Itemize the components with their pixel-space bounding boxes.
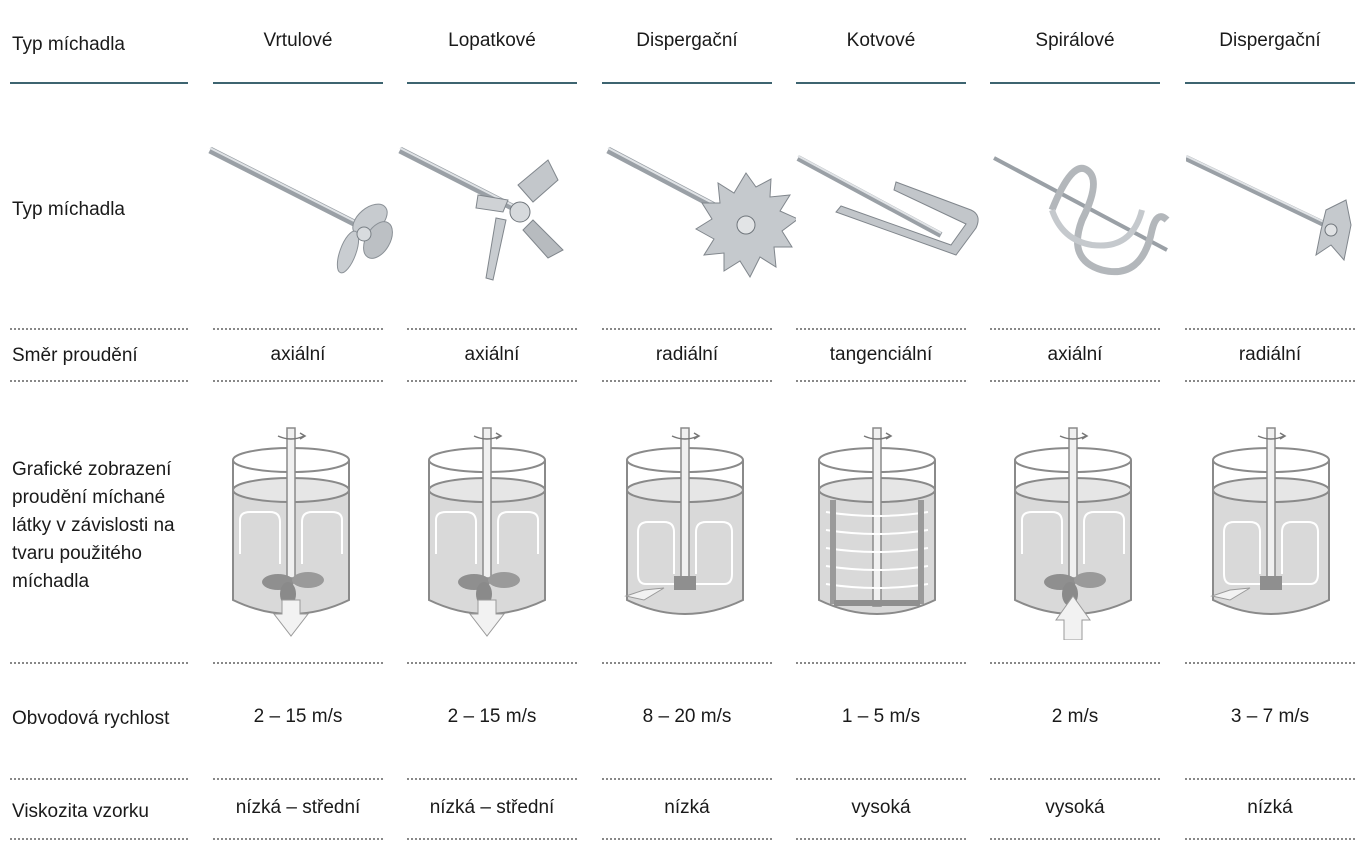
- row-divider: [407, 328, 577, 330]
- row-divider: [796, 328, 966, 330]
- viscosity-cell: nízká: [664, 797, 710, 818]
- column-header: Kotvové: [846, 30, 916, 51]
- flow-direction-cell: axiální: [1047, 344, 1103, 365]
- row-divider: [602, 380, 772, 382]
- row-divider: [407, 380, 577, 382]
- tip-speed-cell: 3 – 7 m/s: [1230, 706, 1310, 727]
- row-divider: [1185, 662, 1355, 664]
- flow-direction-cell: axiální: [464, 344, 520, 365]
- row-divider: [10, 778, 188, 780]
- flow-direction-cell: axiální: [270, 344, 326, 365]
- tip-speed-cell: 8 – 20 m/s: [642, 706, 732, 727]
- dispersing-disc-stirrer-icon: [606, 140, 796, 280]
- radial-flow-vessel-icon: [624, 424, 746, 640]
- viscosity-cell: vysoká: [1045, 797, 1105, 818]
- column-header: Dispergační: [1219, 30, 1321, 51]
- row-divider: [990, 662, 1160, 664]
- row-divider: [407, 662, 577, 664]
- row-divider: [213, 662, 383, 664]
- viscosity-cell: nízká – střední: [235, 797, 361, 818]
- row-divider: [990, 380, 1160, 382]
- row-divider: [213, 778, 383, 780]
- header-divider: [990, 82, 1160, 84]
- row-divider: [990, 838, 1160, 840]
- row-divider: [10, 380, 188, 382]
- row-divider: [602, 838, 772, 840]
- row-divider: [407, 838, 577, 840]
- row-label-flow-graphic: Grafické zobrazení proudění míchané látk…: [12, 459, 175, 592]
- header-divider: [1185, 82, 1355, 84]
- flow-direction-cell: radiální: [1238, 344, 1302, 365]
- column-header: Spirálové: [1035, 30, 1115, 51]
- row-divider: [796, 778, 966, 780]
- row-label-flow-direction: Směr proudění: [12, 345, 138, 366]
- row-label-tip-speed: Obvodová rychlost: [12, 708, 170, 729]
- axial-flow-down-vessel-icon: [426, 424, 548, 640]
- row-divider: [213, 838, 383, 840]
- row-divider: [407, 778, 577, 780]
- row-divider: [602, 662, 772, 664]
- paddle-stirrer-icon: [398, 140, 578, 290]
- row-divider: [10, 328, 188, 330]
- tangential-flow-vessel-icon: [816, 424, 938, 640]
- row-divider: [10, 662, 188, 664]
- spiral-stirrer-icon: [992, 150, 1182, 290]
- row-divider: [796, 662, 966, 664]
- axial-flow-down-vessel-icon: [230, 424, 352, 640]
- anchor-stirrer-icon: [796, 150, 986, 270]
- row-divider: [990, 778, 1160, 780]
- viscosity-cell: vysoká: [851, 797, 911, 818]
- row-label-viscosity: Viskozita vzorku: [12, 801, 149, 822]
- tip-speed-cell: 1 – 5 m/s: [841, 706, 921, 727]
- viscosity-cell: nízká – střední: [429, 797, 555, 818]
- flow-direction-cell: radiální: [655, 344, 719, 365]
- column-header: Vrtulové: [263, 30, 333, 51]
- header-divider: [602, 82, 772, 84]
- row-divider: [990, 328, 1160, 330]
- row-divider: [1185, 380, 1355, 382]
- radial-flow-vessel-icon: [1210, 424, 1332, 640]
- tip-speed-cell: 2 – 15 m/s: [253, 706, 343, 727]
- row-divider: [796, 380, 966, 382]
- column-header: Dispergační: [636, 30, 738, 51]
- row-divider: [602, 778, 772, 780]
- header-divider: [407, 82, 577, 84]
- tip-speed-cell: 2 m/s: [1051, 706, 1099, 727]
- row-divider: [10, 838, 188, 840]
- viscosity-cell: nízká: [1247, 797, 1293, 818]
- axial-flow-up-vessel-icon: [1012, 424, 1134, 640]
- row-divider: [1185, 838, 1355, 840]
- header-divider: [796, 82, 966, 84]
- row-label-type-header: Typ míchadla: [12, 34, 125, 55]
- row-divider: [213, 328, 383, 330]
- row-divider: [796, 838, 966, 840]
- header-divider: [213, 82, 383, 84]
- row-divider: [1185, 328, 1355, 330]
- row-divider: [1185, 778, 1355, 780]
- column-header: Lopatkové: [448, 30, 536, 51]
- tip-speed-cell: 2 – 15 m/s: [447, 706, 537, 727]
- flow-direction-cell: tangenciální: [829, 344, 933, 365]
- row-divider: [213, 380, 383, 382]
- propeller-stirrer-icon: [208, 140, 398, 280]
- header-divider: [10, 82, 188, 84]
- small-dispersing-stirrer-icon: [1186, 150, 1362, 270]
- row-divider: [602, 328, 772, 330]
- row-label-type-image: Typ míchadla: [12, 199, 125, 220]
